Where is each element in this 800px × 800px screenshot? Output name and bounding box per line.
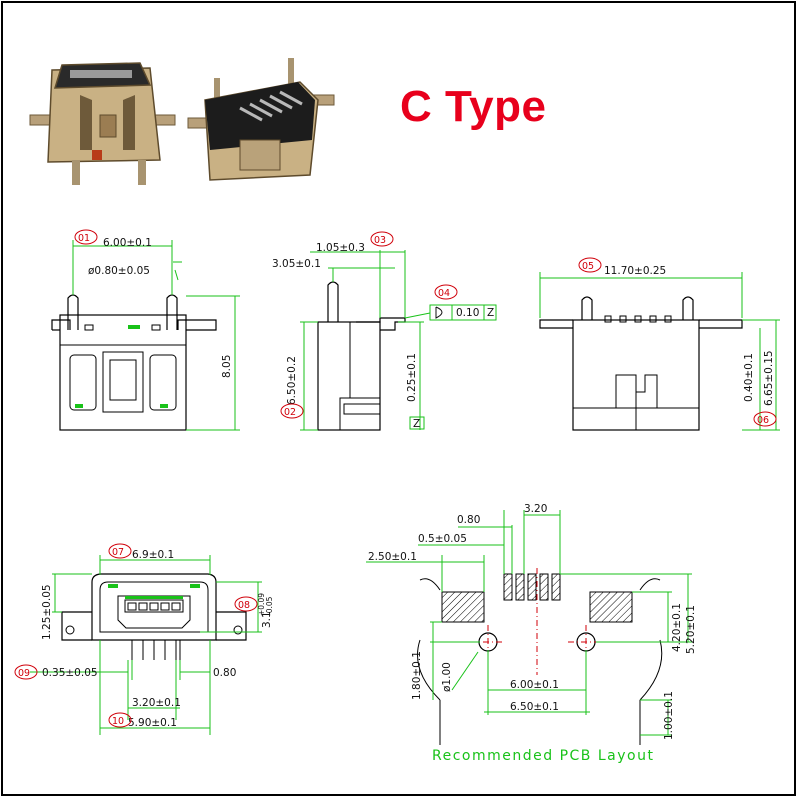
photo-connector-front bbox=[29, 62, 176, 185]
dim-front-080: 0.80 bbox=[213, 667, 236, 679]
page-title: C Type bbox=[400, 82, 547, 131]
dim-pcb-650: 6.50±0.1 bbox=[510, 701, 559, 713]
dim-front-590: 5.90±0.1 bbox=[128, 717, 177, 729]
dim-pin-spacing: 6.00±0.1 bbox=[103, 237, 152, 249]
caption-pcb-layout: Recommended PCB Layout bbox=[432, 748, 654, 764]
view-front-top: 6.00±0.1 ø0.80±0.05 8.05 01 bbox=[51, 229, 240, 431]
dim-pcb-180: 1.80±0.1 bbox=[411, 651, 423, 700]
view-front-opening: 6.9±0.1 1.25±0.05 3.1 +0.09 -0.05 0.35±0… bbox=[14, 543, 274, 735]
dim-pcb-600: 6.00±0.1 bbox=[510, 679, 559, 691]
dim-pcb-420: 4.20±0.1 bbox=[671, 603, 683, 652]
ref-04: 04 bbox=[438, 288, 450, 299]
dim-front-31-tol-up: +0.09 bbox=[257, 593, 266, 616]
dim-side-025: 0.25±0.1 bbox=[406, 353, 418, 402]
view-side: 6.50±0.2 1.05±0.3 3.05±0.1 0.25±0.1 Z 0.… bbox=[272, 231, 497, 431]
ref-09: 09 bbox=[18, 668, 30, 679]
photo-connector-back bbox=[187, 58, 335, 181]
dim-side-height: 6.50±0.2 bbox=[286, 356, 298, 405]
datum-z-flatness: Z bbox=[487, 307, 494, 319]
view-back: 11.70±0.25 0.40±0.1 6.65±0.15 05 06 bbox=[539, 257, 780, 431]
dim-pcb-05: 0.5±0.05 bbox=[418, 533, 467, 545]
dim-front-035: 0.35±0.05 bbox=[42, 667, 98, 679]
dim-back-width: 11.70±0.25 bbox=[604, 265, 666, 277]
ref-10: 10 bbox=[112, 716, 124, 727]
dim-front-31-tol-down: -0.05 bbox=[265, 596, 274, 616]
dim-front-320: 3.20±0.1 bbox=[132, 697, 181, 709]
dim-back-665: 6.65±0.15 bbox=[763, 350, 775, 406]
dim-pcb-hole: ø1.00 bbox=[441, 662, 453, 692]
ref-07: 07 bbox=[112, 547, 124, 558]
ref-01: 01 bbox=[78, 233, 90, 244]
dim-front-125: 1.25±0.05 bbox=[41, 584, 53, 640]
datum-z-side: Z bbox=[413, 418, 420, 430]
dim-pin-diameter: ø0.80±0.05 bbox=[88, 265, 150, 277]
ref-06: 06 bbox=[757, 415, 769, 426]
ref-03: 03 bbox=[374, 235, 386, 246]
dim-back-040: 0.40±0.1 bbox=[743, 353, 755, 402]
view-pcb-layout: 3.20 0.80 0.5±0.05 2.50±0.1 1.80±0.1 ø1.… bbox=[366, 503, 697, 764]
dim-total-height: 8.05 bbox=[221, 355, 233, 378]
ref-08: 08 bbox=[238, 600, 250, 611]
dim-pcb-250: 2.50±0.1 bbox=[368, 551, 417, 563]
ref-02: 02 bbox=[284, 407, 296, 418]
dim-flatness: 0.10 bbox=[456, 307, 479, 319]
dim-side-105: 1.05±0.3 bbox=[316, 242, 365, 254]
dim-front-69: 6.9±0.1 bbox=[132, 549, 174, 561]
dim-pcb-080: 0.80 bbox=[457, 514, 480, 526]
dim-pcb-100: 1.00±0.1 bbox=[663, 691, 675, 740]
ref-05: 05 bbox=[582, 261, 594, 272]
dim-pcb-520: 5.20±0.1 bbox=[685, 605, 697, 654]
dim-pcb-320: 3.20 bbox=[524, 503, 547, 515]
dim-front-31: 3.1 bbox=[261, 611, 273, 628]
dim-side-305: 3.05±0.1 bbox=[272, 258, 321, 270]
